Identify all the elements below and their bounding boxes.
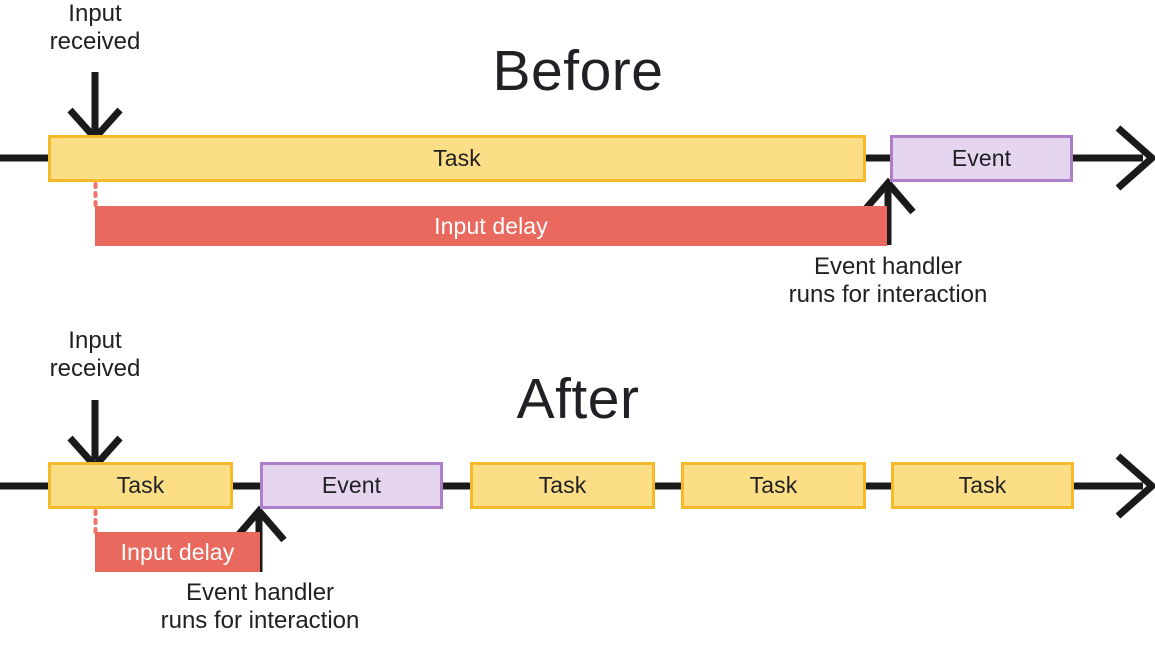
after-task-box-2[interactable]: Task <box>470 462 655 509</box>
after-event-handler-label: Event handler runs for interaction <box>160 579 360 635</box>
after-task-label-3: Task <box>749 472 798 498</box>
after-task-label-1: Task <box>116 472 165 498</box>
after-event-box[interactable]: Event <box>260 462 443 509</box>
after-event-label: Event <box>321 472 382 498</box>
before-event-box[interactable]: Event <box>890 135 1073 182</box>
after-heading: After <box>516 367 640 431</box>
after-event-handler-arrowhead <box>231 505 287 543</box>
before-event-handler-label: Event handler runs for interaction <box>788 253 988 309</box>
before-input-received-label: Input received <box>49 0 141 56</box>
after-task-label-2: Task <box>538 472 587 498</box>
before-event-handler-arrowhead <box>860 177 916 215</box>
before-heading: Before <box>492 39 664 103</box>
after-task-label-4: Task <box>958 472 1007 498</box>
before-timeline-arrowhead <box>1115 125 1155 191</box>
before-input-delay-bar[interactable]: Input delay <box>95 206 887 246</box>
after-task-box-4[interactable]: Task <box>891 462 1074 509</box>
before-task-box[interactable]: Task <box>48 135 866 182</box>
after-task-box-1[interactable]: Task <box>48 462 233 509</box>
after-input-received-label: Input received <box>49 327 141 383</box>
before-input-delay-label: Input delay <box>434 212 548 239</box>
after-task-box-3[interactable]: Task <box>681 462 866 509</box>
after-timeline-arrowhead <box>1115 453 1155 519</box>
after-input-delay-label: Input delay <box>120 538 235 565</box>
after-input-delay-bar[interactable]: Input delay <box>95 532 260 572</box>
before-event-label: Event <box>951 145 1012 171</box>
before-task-label: Task <box>433 145 481 171</box>
